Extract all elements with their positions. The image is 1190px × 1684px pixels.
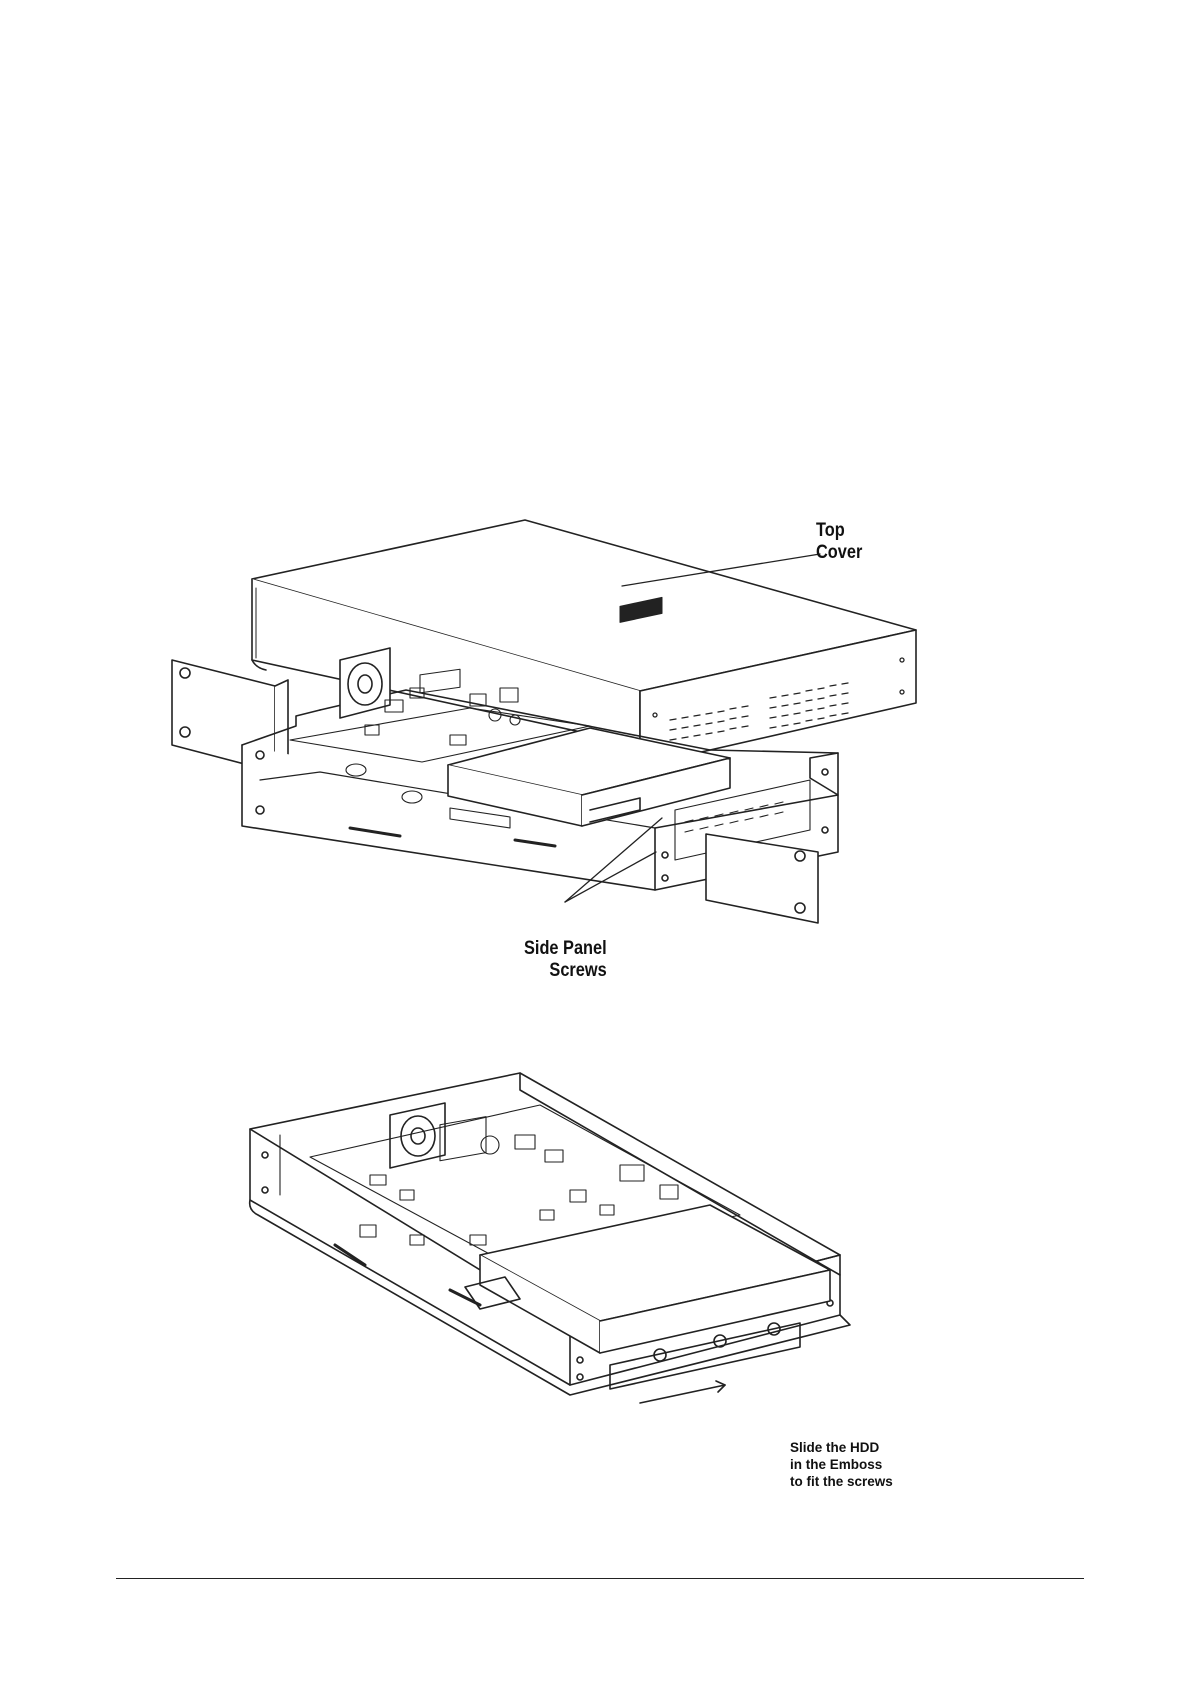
side-panel-screws-label: Side Panel Screws (524, 938, 607, 983)
top-cover-label-line2: Cover (816, 542, 862, 564)
hdd-installation-illustration (240, 1065, 940, 1505)
top-cover-label-line1: Top (816, 520, 862, 542)
hdd-label-line2: in the Emboss (790, 1457, 893, 1474)
fan-drawing (340, 648, 390, 718)
side-panel-label-line2: Screws (524, 960, 607, 982)
slide-arrow-drawing (640, 1381, 725, 1403)
right-rack-ear-drawing (706, 834, 818, 923)
hdd-label-line1: Slide the HDD (790, 1440, 893, 1457)
chassis-exploded-illustration (170, 510, 930, 1000)
hdd-label-line3: to fit the screws (790, 1474, 893, 1491)
side-panel-label-line1: Side Panel (524, 938, 607, 960)
top-cover-label: Top Cover (816, 520, 862, 565)
slide-hdd-instruction-label: Slide the HDD in the Emboss to fit the s… (790, 1440, 893, 1491)
footer-divider (116, 1578, 1084, 1579)
